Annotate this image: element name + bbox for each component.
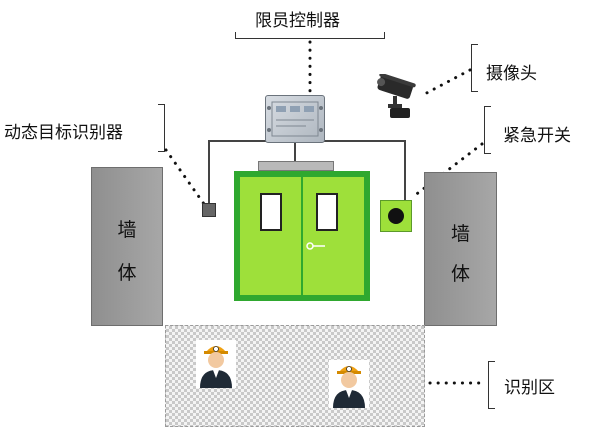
- door-handle-icon: [306, 242, 325, 250]
- emergency-label: 紧急开关: [503, 126, 571, 146]
- recognition-zone-leader: [428, 381, 488, 385]
- wire-right-horizontal: [322, 140, 406, 142]
- limiter-label: 限员控制器: [255, 11, 340, 31]
- door: [234, 171, 370, 301]
- camera-leader: [419, 68, 472, 98]
- camera-icon: [377, 74, 416, 118]
- camera-label: 摄像头: [486, 64, 537, 84]
- left-wall-text-1: 墙: [117, 219, 137, 241]
- limiter-bracket: [235, 32, 385, 39]
- door-header: [258, 161, 334, 171]
- door-left-window: [260, 193, 282, 231]
- wire-right-vertical: [404, 140, 406, 200]
- controller-icon: [265, 95, 325, 143]
- wire-center: [294, 143, 296, 161]
- door-seam: [301, 177, 303, 295]
- detector-label: 动态目标识别器: [4, 123, 123, 143]
- door-right-leaf: [303, 177, 364, 295]
- door-right-window: [316, 193, 338, 231]
- detector-leader: [164, 148, 206, 206]
- recognition-zone-label: 识别区: [504, 378, 555, 398]
- right-wall: 墙 体: [424, 172, 497, 326]
- detector-icon: [202, 203, 216, 217]
- emergency-bracket: [484, 106, 491, 154]
- detector-bracket: [158, 104, 165, 152]
- recognition-zone-bracket: [488, 361, 495, 409]
- emergency-icon[interactable]: [380, 200, 412, 232]
- wire-left-vertical: [208, 140, 210, 206]
- worker-icon-2: [329, 360, 369, 408]
- wire-left-horizontal: [208, 140, 268, 142]
- limiter-leader: [308, 40, 312, 96]
- camera-bracket: [471, 44, 478, 92]
- left-wall: 墙 体: [91, 167, 163, 326]
- left-wall-text-2: 体: [117, 262, 137, 284]
- right-wall-text-1: 墙: [450, 223, 470, 245]
- right-wall-text-2: 体: [450, 263, 470, 285]
- worker-icon-1: [196, 340, 236, 388]
- door-left-leaf: [240, 177, 301, 295]
